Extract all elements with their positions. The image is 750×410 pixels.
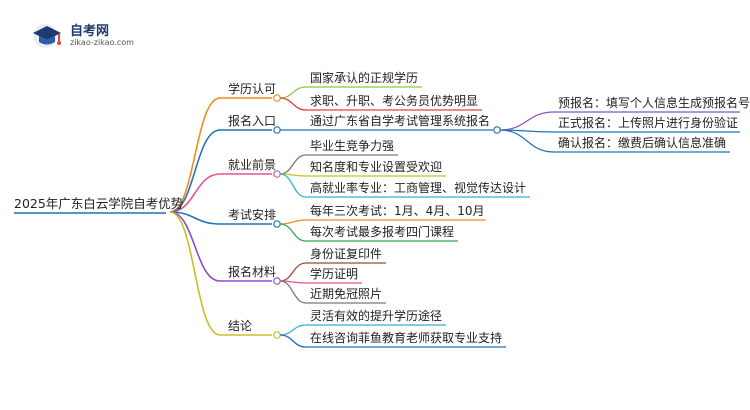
branch-knot <box>273 331 281 339</box>
root-label: 2025年广东白云学院自考优势 <box>14 196 184 211</box>
leaf-connector <box>279 324 307 336</box>
branch-label: 报名材料 <box>228 265 277 279</box>
logo-name: 自考网 <box>70 24 110 39</box>
leaf-connector <box>279 173 307 198</box>
subleaf-label: 正式报名：上传照片进行身份验证 <box>558 116 739 130</box>
leaf-label: 毕业生竞争力强 <box>310 139 395 153</box>
subleaf-label: 预报名：填写个人信息生成预报名号 <box>558 96 750 110</box>
leaf-label: 国家承认的正规学历 <box>310 71 419 85</box>
leaf-connector <box>279 154 307 175</box>
branch-connector <box>169 211 221 336</box>
branch-label: 结论 <box>228 319 253 333</box>
branch-connector <box>169 173 221 213</box>
leaf-connector <box>279 97 307 111</box>
leaf-label: 高就业率专业：工商管理、视觉传达设计 <box>310 181 527 195</box>
leaf-label: 知名度和专业设置受欢迎 <box>310 160 443 174</box>
graduation-cap-icon <box>33 24 61 48</box>
branch-label: 学历认可 <box>228 82 277 96</box>
leaf-connector <box>279 334 307 348</box>
subleaf-label: 确认报名：缴费后确认信息准确 <box>558 136 727 150</box>
subleaf-connector <box>499 111 555 131</box>
leaf-label: 每年三次考试：1月、4月、10月 <box>310 204 485 218</box>
leaf-label: 在线咨询菲鱼教育老师获取专业支持 <box>310 331 503 345</box>
branch-connector <box>169 211 221 282</box>
branch-connector <box>169 129 221 213</box>
leaf-label: 近期免冠照片 <box>310 287 383 301</box>
site-logo: 自考网 zikao-zikao.com <box>30 18 150 52</box>
leaf-label: 学历证明 <box>310 267 359 281</box>
leaf-connector <box>279 280 307 304</box>
leaf-label: 身份证复印件 <box>310 247 383 261</box>
leaf-knot <box>493 126 501 134</box>
leaf-label: 每次考试最多报考四门课程 <box>310 225 455 239</box>
leaf-connector <box>279 86 307 99</box>
branch-connector <box>169 97 221 213</box>
branch-label: 考试安排 <box>228 208 277 222</box>
leaf-connector <box>279 262 307 282</box>
leaf-label: 灵活有效的提升学历途径 <box>310 309 443 323</box>
subleaf-connector <box>499 129 555 153</box>
branch-label: 就业前景 <box>228 158 277 172</box>
leaf-label: 求职、升职、考公务员优势明显 <box>310 94 479 108</box>
leaf-connector <box>279 223 307 242</box>
leaf-connector <box>279 219 307 225</box>
branch-label: 报名入口 <box>228 114 277 128</box>
leaf-label: 通过广东省自学考试管理系统报名 <box>310 114 491 128</box>
logo-domain: zikao-zikao.com <box>70 38 134 47</box>
branch-connector <box>169 211 221 225</box>
